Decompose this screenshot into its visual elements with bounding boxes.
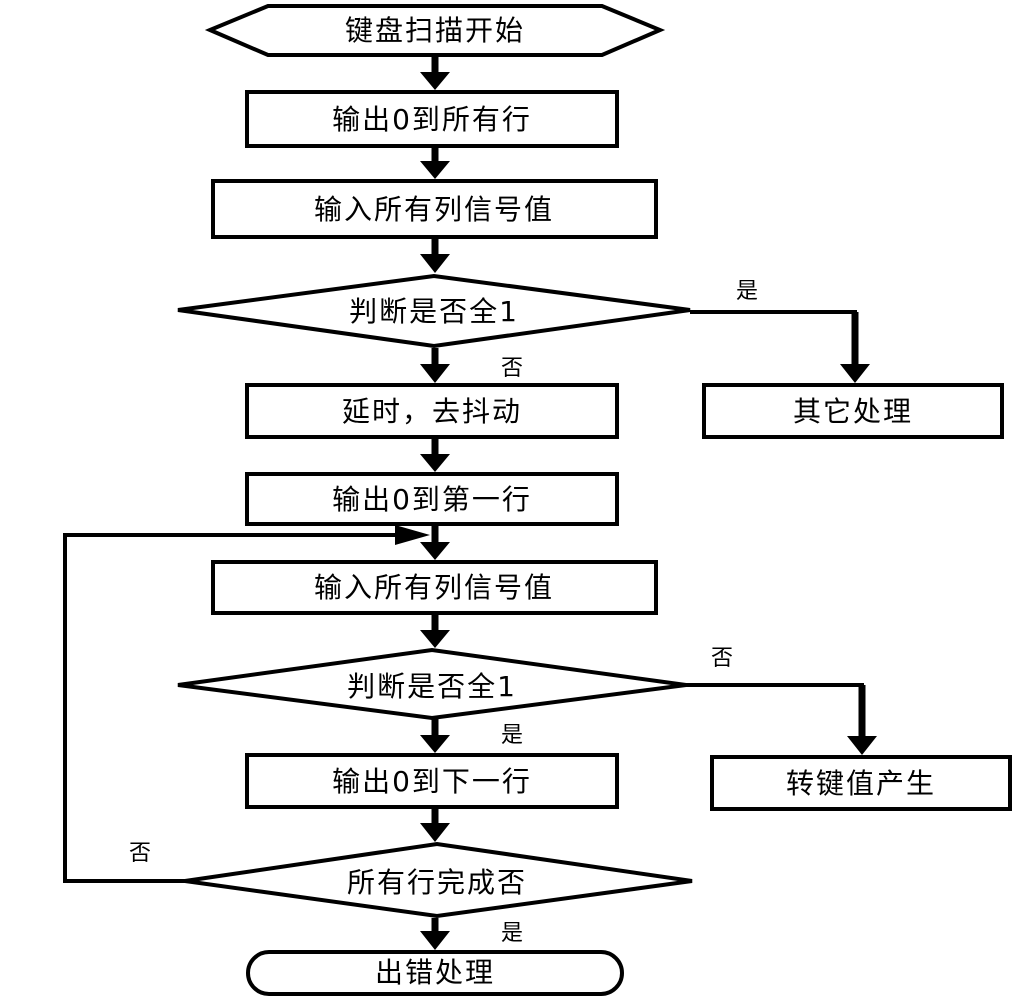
branch-judge1-yes [690,310,870,383]
all-done-diamond [184,841,693,919]
in-cols-1-label: 输入所有列信号值 [314,193,554,226]
key-value-label: 转键值产生 [786,767,936,800]
judge-1-label: 判断是否全1 [349,295,519,328]
arrowhead-3 [420,254,450,273]
judge-2-diamond [177,647,687,721]
arrowhead-6 [420,542,450,560]
branch-judge1-arrowhead [840,364,870,383]
all-done-label: 所有行完成否 [347,866,527,899]
connectors [420,57,450,950]
arrowhead-10 [420,931,450,950]
loop-back [63,525,430,883]
edge-label-done-no: 否 [129,841,151,866]
node-key-value: 转键值产生 [710,755,1012,811]
out-next-row-box [245,753,619,809]
node-other: 其它处理 [702,383,1004,439]
node-out-next-row: 输出0到下一行 [245,753,619,809]
start-hexagon [204,3,666,57]
arrowhead-9 [420,823,450,842]
in-cols-2-box [211,560,658,615]
error-label: 出错处理 [375,956,495,989]
node-delay: 延时，去抖动 [245,383,619,439]
node-out-first-row: 输出0到第一行 [245,472,619,526]
node-judge-2: 判断是否全1 [177,647,687,721]
key-value-box [710,755,1012,811]
node-start: 键盘扫描开始 [204,3,666,57]
branch-judge1-line [690,310,857,368]
node-judge-1: 判断是否全1 [177,273,691,349]
start-label: 键盘扫描开始 [345,14,525,47]
edge-labels: 是 否 否 是 否 是 [129,279,758,946]
node-in-cols-1: 输入所有列信号值 [211,179,658,239]
in-cols-2-label: 输入所有列信号值 [314,571,554,604]
edge-label-judge2-yes: 是 [501,723,523,748]
edge-label-done-yes: 是 [501,921,523,946]
delay-box [245,383,619,439]
arrowhead-1 [420,72,450,90]
judge-1-diamond [177,273,691,349]
other-box [702,383,1004,439]
arrowhead-7 [420,630,450,648]
arrowhead-5 [420,454,450,472]
edge-label-judge1-yes: 是 [736,279,758,304]
arrowhead-8 [420,735,450,753]
judge-2-label: 判断是否全1 [347,670,517,703]
node-all-done: 所有行完成否 [184,841,693,919]
branch-judge2-arrowhead [847,736,877,755]
out-first-row-box [245,472,619,526]
edge-label-judge2-no: 否 [711,646,733,671]
node-in-cols-2: 输入所有列信号值 [211,560,658,615]
loop-back-line [63,533,400,883]
out-first-row-label: 输出0到第一行 [332,483,532,516]
loop-back-arrowhead [395,525,430,545]
delay-label: 延时，去抖动 [342,395,522,428]
arrowhead-4 [420,364,450,383]
node-error: 出错处理 [246,950,624,996]
out-next-row-label: 输出0到下一行 [332,765,532,798]
in-cols-1-box [211,179,658,239]
branch-judge2-line [686,683,864,740]
edge-label-judge1-no: 否 [501,356,523,381]
error-terminal [246,950,624,996]
node-out-all-rows: 输出0到所有行 [245,90,619,148]
out-all-rows-box [245,90,619,148]
branch-judge2-no [686,683,877,755]
other-label: 其它处理 [793,395,913,428]
out-all-rows-label: 输出0到所有行 [332,103,532,136]
arrowhead-2 [420,161,450,179]
